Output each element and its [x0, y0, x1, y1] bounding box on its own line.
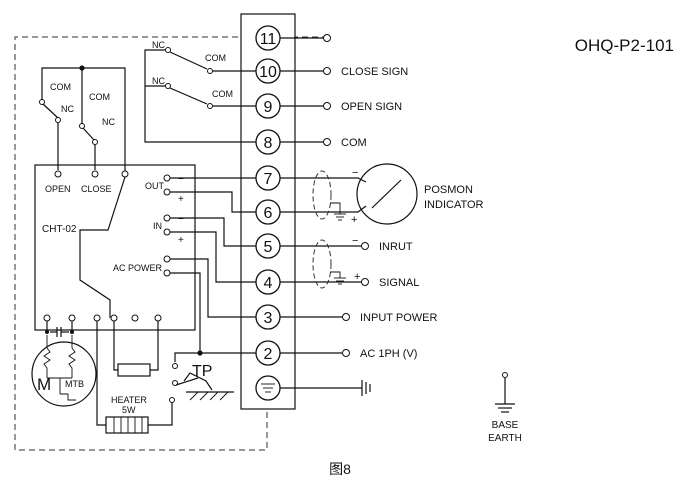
base-earth-label-1: BASE	[492, 420, 519, 431]
heater-power: 5W	[122, 405, 136, 415]
svg-text:NC: NC	[152, 76, 165, 86]
signal-label: SIGNAL	[379, 277, 419, 289]
external-wiring	[280, 34, 371, 396]
svg-text:+: +	[178, 235, 184, 246]
terminal-number: 8	[264, 135, 273, 152]
svg-text:COM: COM	[212, 89, 233, 99]
svg-text:+: +	[354, 271, 360, 283]
resistor	[113, 321, 159, 377]
controller-box	[34, 164, 196, 331]
terminal-number: 11	[260, 31, 277, 48]
indicator-label-1: POSMON	[424, 184, 473, 196]
motor: M MTB	[31, 321, 98, 420]
terminal-4[interactable]: 4	[255, 269, 281, 295]
out-label: OUT	[145, 181, 165, 191]
in-label: IN	[153, 221, 162, 231]
terminal-6[interactable]: 6	[255, 199, 281, 225]
svg-text:NC: NC	[152, 40, 165, 50]
svg-text:+: +	[178, 194, 184, 205]
terminal-number: 2	[264, 346, 273, 363]
svg-text:−: −	[352, 235, 358, 247]
svg-text:COM: COM	[205, 53, 226, 63]
figure-caption: 图8	[329, 461, 351, 477]
ac-supply-label: AC 1PH (V)	[360, 348, 417, 360]
ac-power-label: AC POWER	[113, 263, 163, 273]
com-label: COM	[341, 137, 367, 149]
close-label: CLOSE	[81, 184, 112, 194]
svg-text:−: −	[352, 167, 358, 179]
svg-text:−: −	[178, 174, 184, 185]
svg-text:COM: COM	[89, 92, 110, 102]
mtb-label: MTB	[65, 379, 84, 389]
svg-text:−: −	[178, 214, 184, 225]
terminal-number: 9	[264, 99, 273, 116]
close-sign-label: CLOSE SIGN	[341, 66, 408, 78]
svg-text:NC: NC	[102, 117, 115, 127]
input-label: INRUT	[379, 241, 413, 253]
tp-label: TP	[192, 363, 212, 380]
terminal-7[interactable]: 7	[255, 165, 281, 191]
terminal-10[interactable]: 10	[255, 58, 281, 84]
limit-switches-signal	[144, 47, 256, 143]
terminal-number: 4	[264, 275, 273, 292]
terminal-number: 3	[264, 310, 273, 327]
input-power-label: INPUT POWER	[360, 312, 437, 324]
terminal-3[interactable]: 3	[255, 304, 281, 330]
terminal-9[interactable]: 9	[255, 93, 281, 119]
terminal-11[interactable]: 11	[255, 25, 281, 51]
terminal-number: 7	[264, 171, 273, 188]
controller-bottom-terminals	[43, 314, 162, 337]
terminal-number: 6	[264, 205, 273, 222]
open-sign-label: OPEN SIGN	[341, 101, 402, 113]
limit-switches-internal	[39, 65, 126, 175]
terminal-number: 10	[259, 64, 277, 81]
svg-text:COM: COM	[50, 82, 71, 92]
heater-label: HEATER	[111, 395, 147, 405]
ground-icon	[261, 383, 275, 393]
motor-label: M	[37, 375, 51, 394]
terminal-2[interactable]: 2	[255, 340, 281, 366]
terminal-5[interactable]: 5	[255, 233, 281, 259]
base-earth: BASE EARTH	[488, 372, 522, 444]
polarity-marks: − + − +	[351, 167, 360, 283]
terminal-ground[interactable]	[255, 375, 281, 401]
open-label: OPEN	[45, 184, 71, 194]
terminal-8[interactable]: 8	[255, 129, 281, 155]
controller-name: CHT-02	[42, 224, 77, 235]
controller-wiring	[170, 177, 256, 353]
indicator-label-2: INDICATOR	[424, 199, 484, 211]
model-code: OHQ-P2-101	[575, 36, 674, 55]
terminal-number: 5	[264, 239, 273, 256]
heater: HEATER 5W	[96, 395, 173, 434]
thermal-protector: TP	[169, 350, 256, 403]
actuator-enclosure	[14, 36, 328, 451]
svg-text:+: +	[351, 214, 357, 226]
base-earth-label-2: EARTH	[488, 433, 522, 444]
svg-text:NC: NC	[61, 104, 74, 114]
position-indicator: POSMON INDICATOR	[356, 163, 484, 225]
